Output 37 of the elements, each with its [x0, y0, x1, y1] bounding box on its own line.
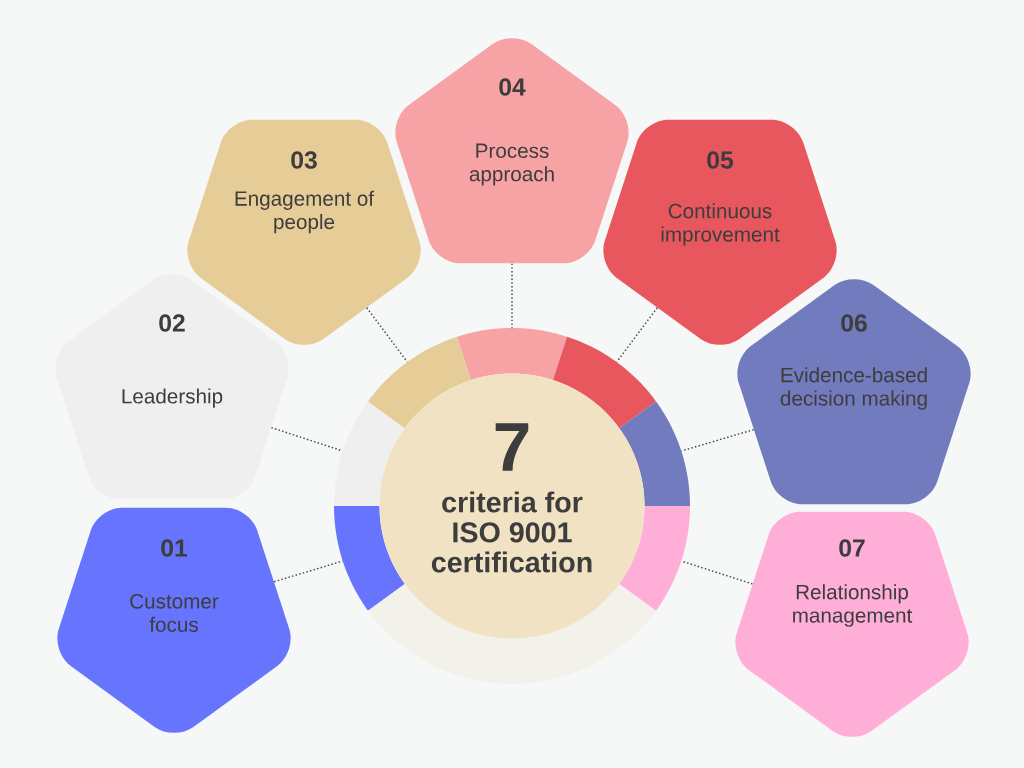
pentagon	[603, 119, 837, 345]
leader-line	[366, 307, 408, 363]
criterion-label: Leadership	[122, 388, 223, 408]
step-number: 03	[291, 151, 317, 169]
ring-segment	[552, 336, 656, 429]
ring-segment	[619, 401, 690, 506]
criterion-label: Engagement of people	[235, 190, 375, 234]
step-number: 02	[159, 314, 185, 332]
ring-segment	[457, 328, 567, 380]
step-number: 01	[161, 539, 188, 557]
step-number: 06	[841, 314, 867, 332]
pentagon	[737, 279, 971, 505]
ring-segment	[368, 336, 472, 429]
criterion-label: Relationship management	[793, 584, 913, 627]
pentagon	[187, 119, 421, 345]
ring-segment	[368, 583, 656, 684]
leader-line	[273, 560, 344, 583]
pentagon	[55, 274, 289, 500]
criterion-label: Evidence-based decision making	[780, 367, 927, 410]
pentagon	[395, 38, 629, 264]
circle-heading: criteria for ISO 9001 certification	[431, 491, 592, 573]
step-number: 04	[499, 78, 526, 96]
criterion-label: Process approach	[469, 143, 554, 186]
ring-segment	[334, 401, 405, 506]
step-number: 07	[839, 539, 865, 557]
big-number: 7	[495, 423, 529, 471]
pentagon	[57, 507, 291, 733]
criterion-label: Customer focus	[130, 594, 219, 632]
step-number: 05	[707, 151, 734, 169]
center-circle	[379, 373, 645, 639]
pentagon	[735, 511, 969, 737]
leader-line	[680, 428, 755, 452]
ring-segment	[334, 506, 405, 611]
leader-line	[511, 262, 513, 329]
leader-line	[616, 307, 658, 363]
criterion-label: Continuous improvement	[661, 203, 780, 246]
ring-segment	[619, 506, 690, 611]
